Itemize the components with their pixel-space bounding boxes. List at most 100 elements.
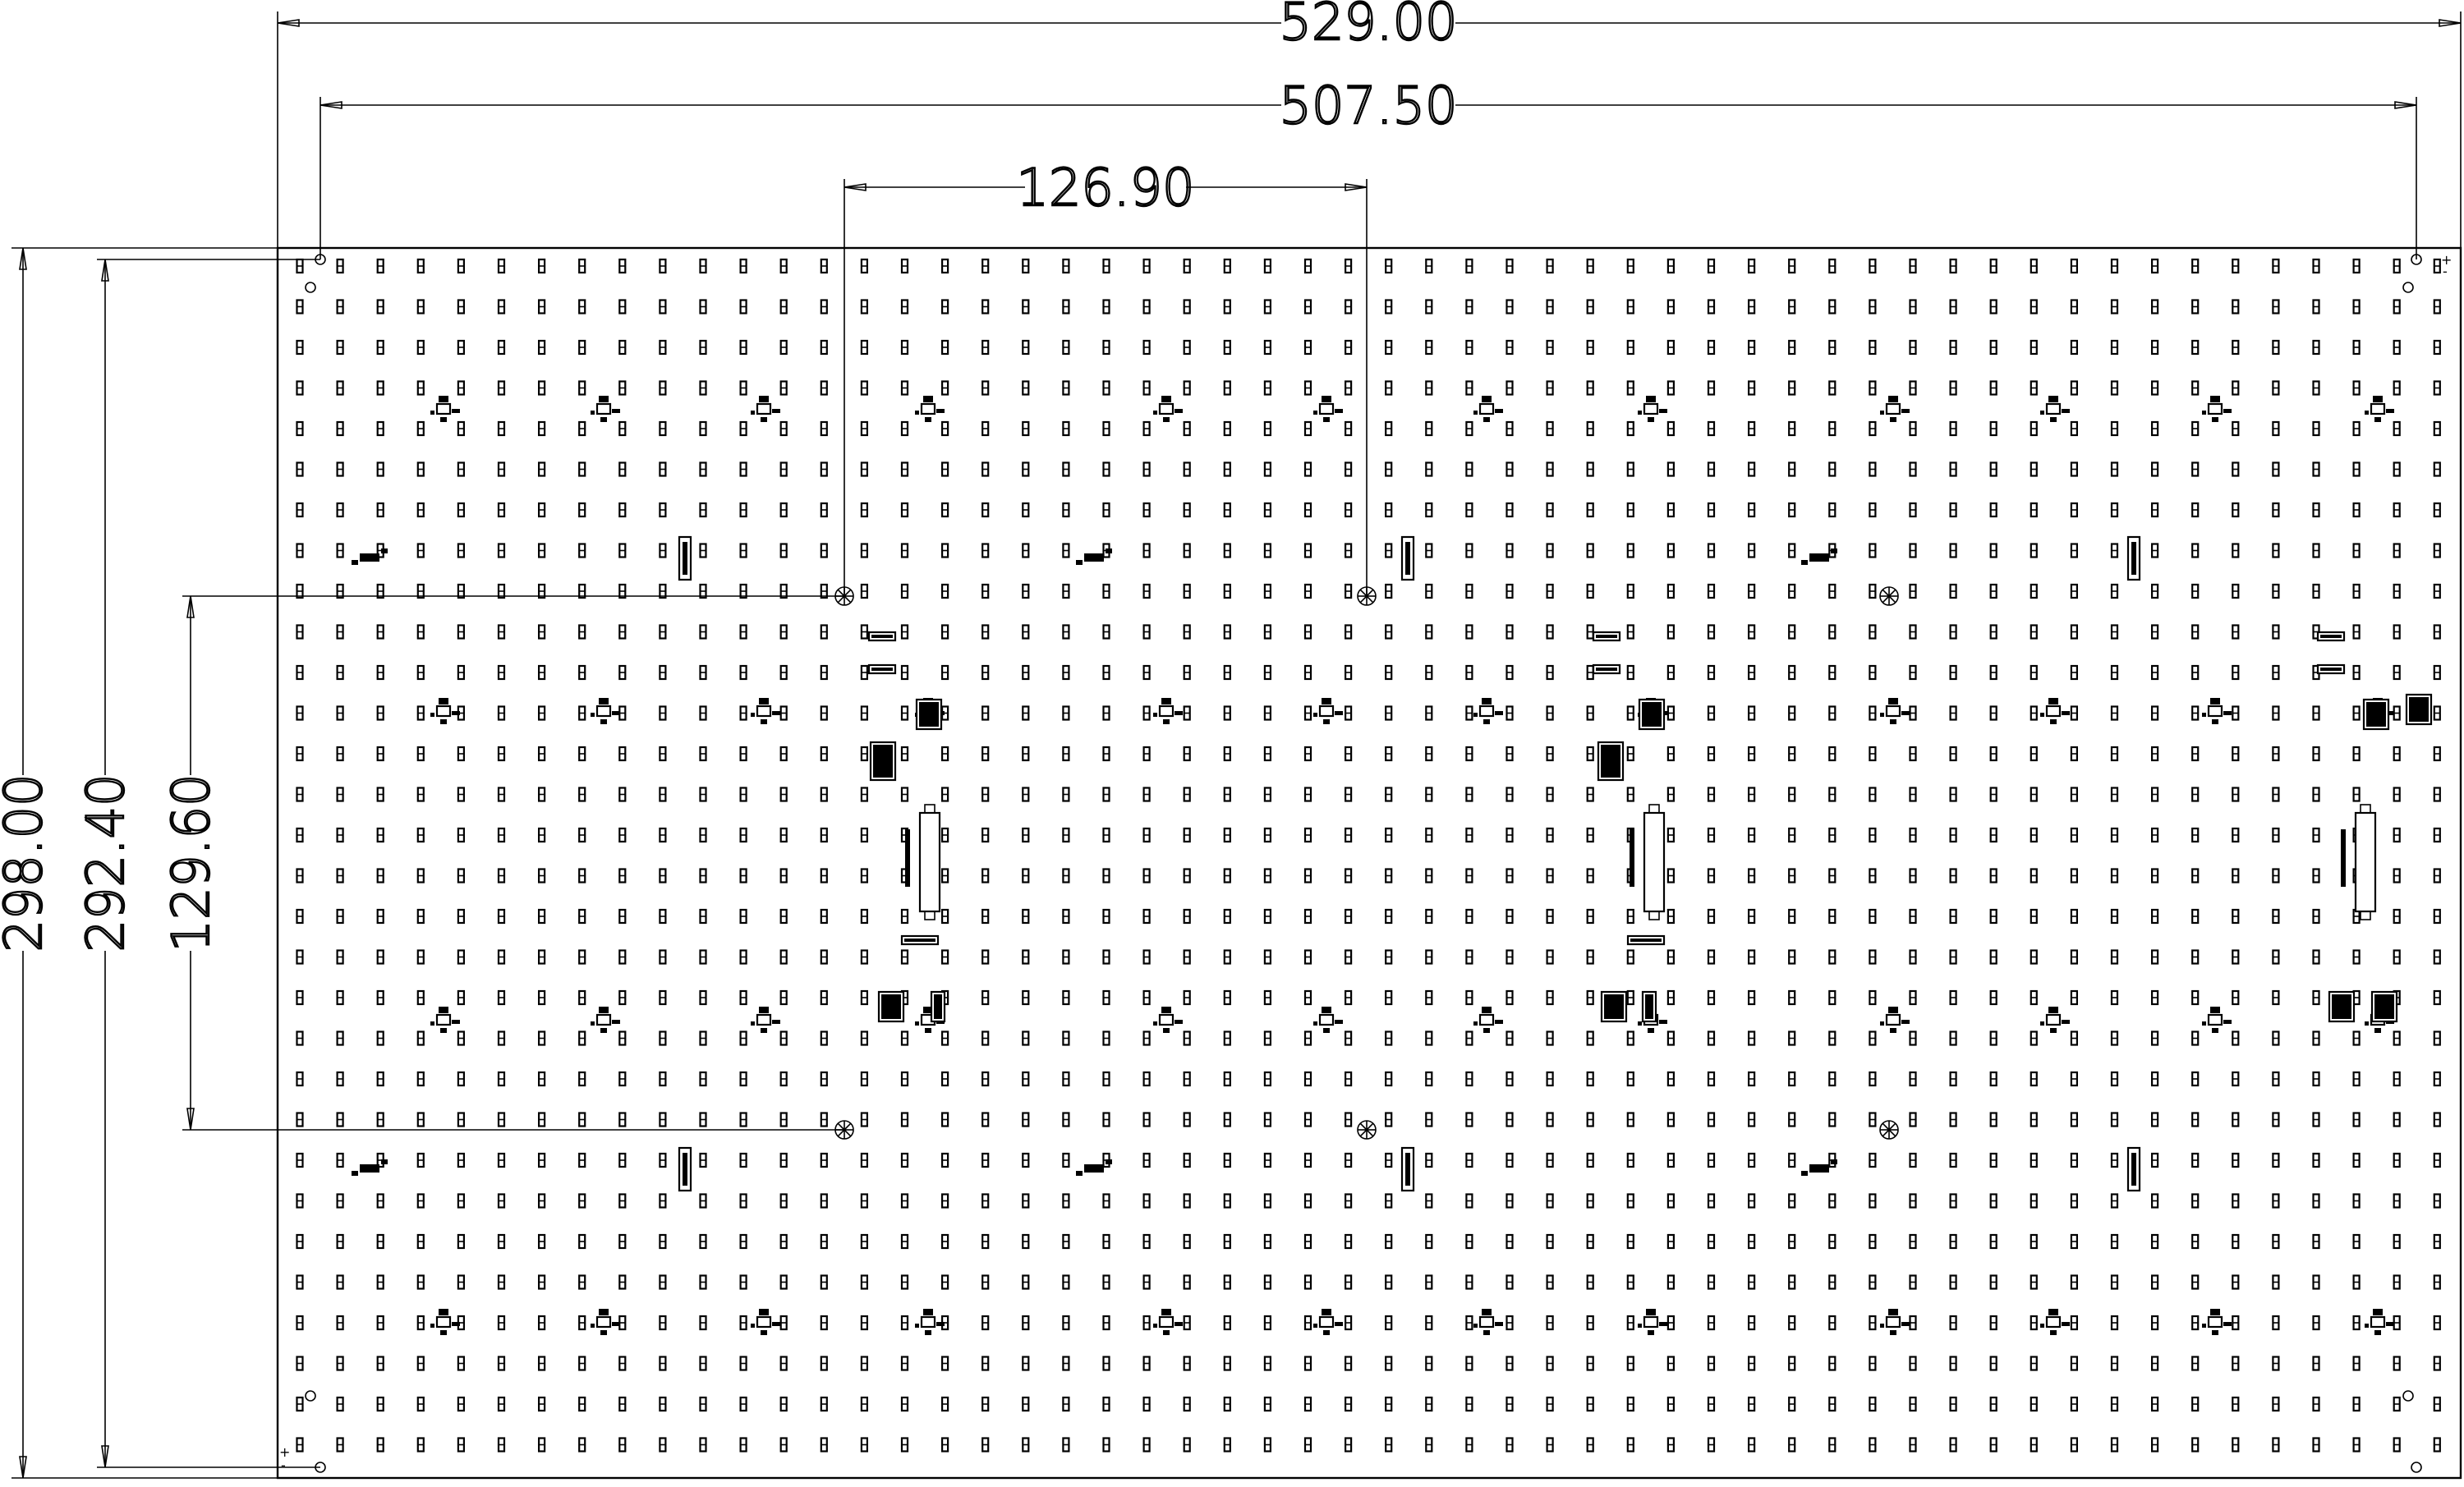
led-pad <box>2433 420 2441 437</box>
led-pad <box>2191 989 2200 1006</box>
led-pad <box>1062 949 1070 965</box>
led-pad <box>1385 461 1393 477</box>
led-pad <box>659 989 667 1006</box>
resistor-component <box>2126 535 2141 581</box>
led-pad <box>1344 1030 1353 1046</box>
led-pad <box>2232 1315 2240 1331</box>
led-pad <box>1828 1071 1837 1087</box>
led-pad <box>416 868 425 883</box>
led-pad <box>1828 664 1837 681</box>
led-pad <box>1748 1396 1756 1412</box>
led-pad <box>981 1274 990 1290</box>
led-pad <box>537 868 546 883</box>
led-pad <box>1869 543 1877 558</box>
led-pad <box>497 1193 506 1209</box>
led-pad <box>1949 1193 1957 1209</box>
led-pad <box>1022 827 1030 843</box>
led-pad <box>1788 827 1796 843</box>
led-pad <box>1748 258 1756 274</box>
led-pad <box>2070 543 2078 558</box>
led-pad <box>2232 624 2240 640</box>
led-pad <box>1626 989 1634 1006</box>
led-pad <box>1223 583 1231 599</box>
led-pad <box>2070 1030 2078 1046</box>
led-pad <box>1303 624 1312 640</box>
led-pad <box>618 908 627 925</box>
led-pad <box>1666 1437 1676 1453</box>
led-pad <box>2393 461 2401 477</box>
led-pad <box>1263 868 1272 883</box>
led-pad <box>1303 1030 1312 1046</box>
led-pad <box>1788 1356 1796 1371</box>
led-pad <box>1183 258 1191 274</box>
led-pad <box>1385 705 1393 721</box>
led-pad <box>1586 1030 1594 1046</box>
capacitor-component <box>2405 693 2433 726</box>
led-pad <box>1102 949 1110 965</box>
led-pad <box>820 908 828 925</box>
led-pad <box>1102 787 1110 802</box>
led-pad <box>1788 1193 1796 1209</box>
led-pad <box>578 1274 586 1290</box>
led-pad <box>457 543 466 558</box>
led-pad <box>1183 1071 1191 1087</box>
led-pad <box>1989 1315 1997 1331</box>
led-pad <box>1223 339 1231 356</box>
led-pad <box>1626 949 1634 965</box>
led-pad <box>2272 583 2280 599</box>
led-pad <box>659 258 667 274</box>
led-pad <box>1626 1396 1634 1412</box>
led-pad <box>2191 1233 2200 1250</box>
led-pad <box>2272 461 2280 477</box>
led-pad <box>1869 1315 1877 1331</box>
led-pad <box>578 1030 586 1046</box>
led-pad <box>1748 1193 1756 1209</box>
led-pad <box>1263 339 1272 356</box>
led-pad <box>2070 258 2078 274</box>
led-pad <box>2151 746 2159 762</box>
led-pad <box>1022 949 1030 965</box>
capacitor-component <box>930 990 946 1023</box>
led-pad <box>779 380 788 396</box>
led-pad <box>1626 299 1634 314</box>
led-pad <box>1586 583 1594 599</box>
led-pad <box>296 461 304 477</box>
capacitor-component <box>1592 631 1621 642</box>
led-pad <box>1828 1112 1837 1127</box>
connector-component <box>352 548 388 565</box>
led-pad <box>1465 1356 1473 1371</box>
led-pad <box>1344 868 1353 883</box>
led-pad <box>981 299 990 314</box>
led-pad <box>739 705 747 721</box>
led-pad <box>699 1274 707 1290</box>
led-pad <box>1142 299 1151 314</box>
led-pad <box>1062 380 1070 396</box>
led-pad <box>1022 1274 1030 1290</box>
led-pad <box>1385 989 1393 1006</box>
led-pad <box>1707 502 1716 518</box>
led-pad <box>2352 420 2361 437</box>
led-pad <box>1586 827 1594 843</box>
dimension-inner-height-label: 292.40 <box>76 774 136 952</box>
led-pad <box>699 420 707 437</box>
led-pad <box>2191 461 2200 477</box>
led-pad <box>900 1112 909 1127</box>
led-pad <box>618 1233 627 1250</box>
led-pad <box>1263 1315 1272 1331</box>
led-pad <box>2191 380 2200 396</box>
led-pad <box>1869 583 1877 599</box>
led-pad <box>1909 461 1917 477</box>
led-pad <box>2312 339 2320 356</box>
led-pad <box>1022 705 1030 721</box>
led-pad <box>336 583 344 599</box>
led-pad <box>1102 380 1110 396</box>
led-pad <box>1707 949 1716 965</box>
led-pad <box>1788 339 1796 356</box>
led-pad <box>779 1274 788 1290</box>
led-pad <box>1223 989 1231 1006</box>
led-pad <box>1748 1315 1756 1331</box>
led-pad <box>537 949 546 965</box>
led-pad <box>1626 502 1634 518</box>
led-pad <box>1303 1152 1312 1168</box>
led-pad <box>2393 583 2401 599</box>
